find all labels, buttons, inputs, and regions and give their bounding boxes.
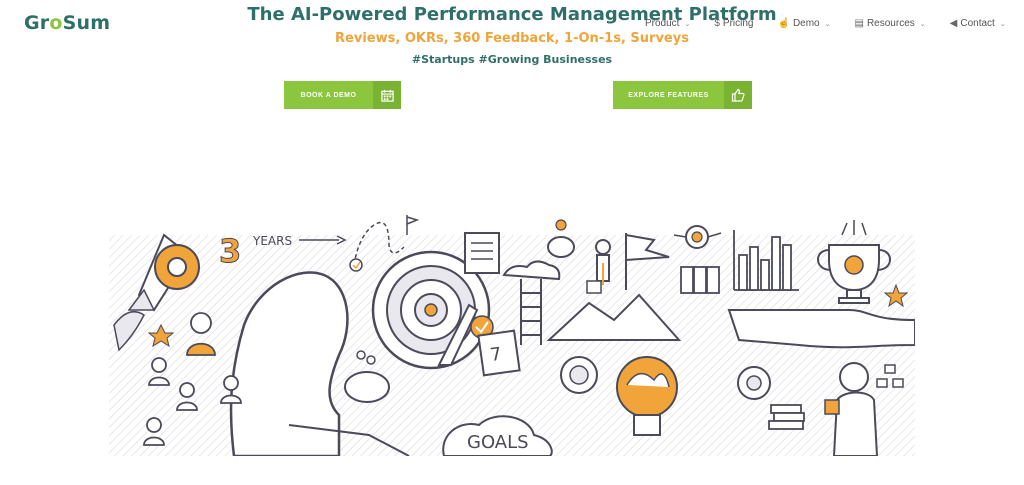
nav-label-contact: Contact xyxy=(960,18,995,29)
chevron-down-icon: ⌄ xyxy=(684,20,691,28)
book-icon: ▤ xyxy=(854,18,864,29)
chevron-down-icon: ⌄ xyxy=(824,20,831,28)
logo-suffix: Sum xyxy=(62,12,111,34)
nav-item-product[interactable]: Product ⌄ xyxy=(645,18,690,29)
hero-tags: #Startups #Growing Businesses xyxy=(411,53,613,66)
nav-item-pricing[interactable]: $ Pricing xyxy=(714,18,753,29)
piggy-bank-icon xyxy=(547,219,575,258)
goals-text: GOALS xyxy=(467,432,529,453)
megaphone-icon: ◀ xyxy=(949,18,958,29)
explore-features-label: EXPLORE FEATURES xyxy=(628,91,709,99)
grosum-logo[interactable]: GroSum xyxy=(24,12,110,34)
nav-label-resources: Resources xyxy=(866,18,915,29)
explore-features-button[interactable]: EXPLORE FEATURES xyxy=(613,81,752,109)
trophy-icon xyxy=(817,220,891,304)
logo-o: o xyxy=(49,12,63,34)
thumbs-up-icon xyxy=(724,81,752,109)
years-text: YEARS xyxy=(252,234,292,248)
nav-label-pricing: Pricing xyxy=(722,18,754,29)
book-demo-label: BOOK A DEMO xyxy=(300,91,357,99)
hand-pointer-icon: ☝ xyxy=(777,18,790,29)
years-number: 3 xyxy=(219,232,241,270)
nav-label-demo: Demo xyxy=(792,18,820,29)
chevron-down-icon: ⌄ xyxy=(919,20,926,28)
hero-illustration: 3 YEARS 7 xyxy=(109,215,915,456)
chevron-down-icon: ⌄ xyxy=(999,20,1006,28)
calendar-illustration: 7 xyxy=(477,329,521,377)
doodle-illustration: 3 YEARS 7 xyxy=(109,215,915,456)
nav-item-demo[interactable]: ☝ Demo ⌄ xyxy=(777,18,830,29)
document-icon xyxy=(464,232,500,274)
hero-title: The AI-Powered Performance Management Pl… xyxy=(247,4,777,25)
calendar-icon xyxy=(373,81,401,109)
logo-prefix: Gr xyxy=(24,12,50,34)
book-demo-button[interactable]: BOOK A DEMO xyxy=(284,81,401,109)
nav-item-contact[interactable]: ◀ Contact ⌄ xyxy=(950,18,1006,29)
nav-item-resources[interactable]: ▤ Resources ⌄ xyxy=(855,18,926,29)
lightbulb-icon xyxy=(616,356,678,436)
main-nav: Product ⌄ $ Pricing ☝ Demo ⌄ ▤ Resources… xyxy=(645,18,1024,29)
nav-label-product: Product xyxy=(645,18,680,29)
dollar-icon: $ xyxy=(714,18,720,29)
calendar-number: 7 xyxy=(489,344,503,366)
gear-icon xyxy=(154,244,200,290)
person-head-illustration xyxy=(229,271,410,456)
hero-subtitle: Reviews, OKRs, 360 Feedback, 1-On-1s, Su… xyxy=(335,31,689,46)
bar-chart-illustration xyxy=(733,230,799,291)
